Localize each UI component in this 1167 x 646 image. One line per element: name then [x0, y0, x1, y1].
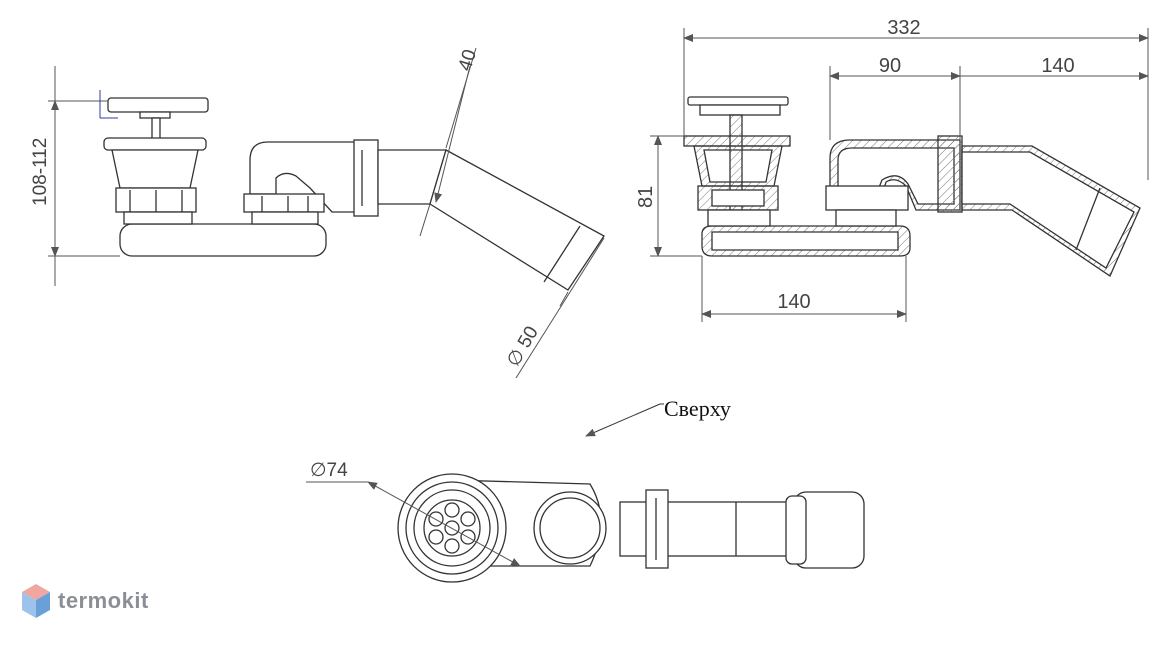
brand-icon — [22, 584, 50, 618]
plug-cap — [107, 97, 209, 113]
top-coupling — [645, 489, 669, 569]
section-view-right-dimensions — [650, 28, 1149, 322]
dim-angle-offset: 40 — [455, 47, 481, 73]
outlet-pipe — [429, 149, 605, 291]
top-view — [397, 473, 865, 583]
overflow-elbow — [249, 141, 357, 213]
dim-top-diameter: ∅74 — [310, 460, 348, 481]
top-view-arrow — [585, 403, 664, 437]
top-view-dimension — [306, 481, 521, 567]
dim-outlet-diameter: ∅ 50 — [503, 323, 543, 371]
dim-base-length: 140 — [777, 291, 810, 313]
plug-stem — [151, 117, 161, 141]
dim-segment-right: 140 — [1041, 55, 1074, 77]
brand-logo: termokit — [22, 584, 149, 618]
elbow-nut — [243, 193, 325, 213]
view-from-top-label: Сверху — [664, 396, 731, 421]
drain-body — [111, 149, 199, 189]
dim-height-range: 108-112 — [30, 138, 51, 206]
dim-segment-mid: 90 — [879, 55, 901, 77]
section-view-right — [683, 96, 1141, 277]
pipe-coupling — [353, 139, 379, 217]
dim-side-height: 81 — [635, 186, 657, 208]
drain-flange — [103, 137, 207, 151]
side-view-left-dimensions — [48, 47, 605, 379]
drain-base — [119, 223, 327, 257]
brand-name: termokit — [58, 588, 149, 613]
dim-total-length: 332 — [887, 17, 920, 39]
side-view-left — [103, 97, 605, 291]
plug-neck — [139, 111, 171, 119]
